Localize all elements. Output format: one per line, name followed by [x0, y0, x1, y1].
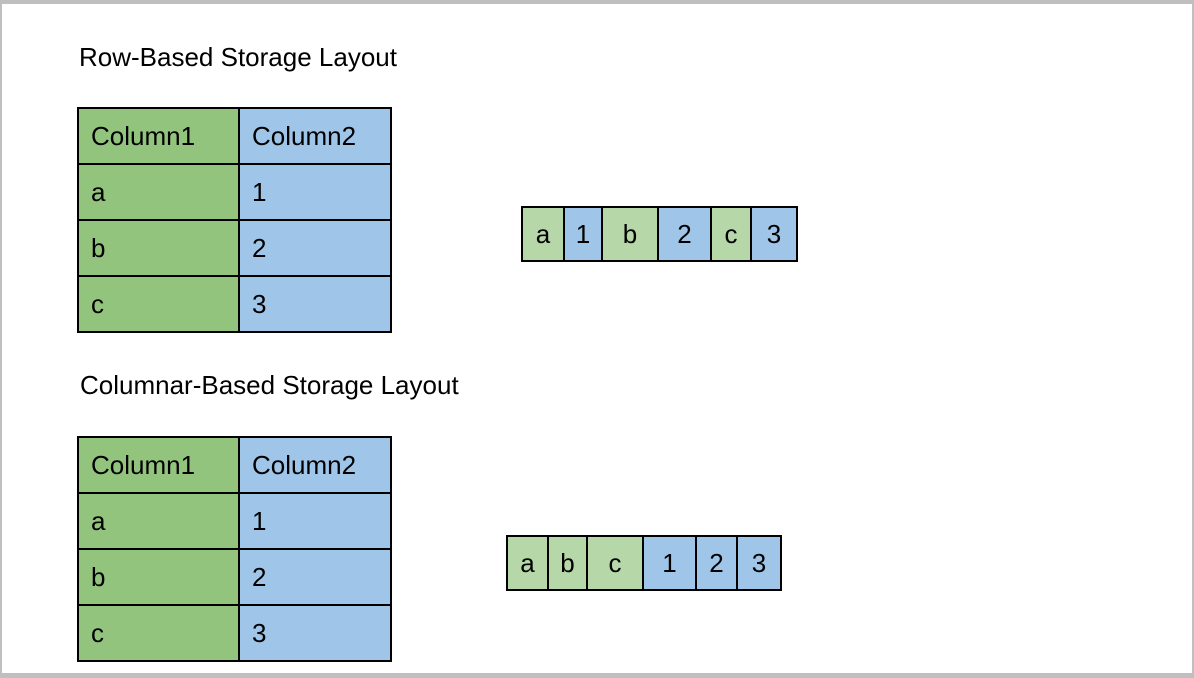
row-based-title: Row-Based Storage Layout	[79, 42, 397, 72]
strip-cell: a	[523, 208, 565, 260]
strip-cell: 3	[752, 208, 796, 260]
strip-cell: 1	[565, 208, 603, 260]
table-cell: 1	[238, 492, 392, 550]
table-cell: 2	[238, 219, 392, 277]
table-cell: a	[77, 492, 240, 550]
table-cell: 1	[238, 163, 392, 221]
strip-cell: b	[549, 537, 588, 589]
table-cell: b	[77, 219, 240, 277]
strip-cell: 1	[644, 537, 697, 589]
table-header-cell: Column2	[238, 436, 392, 494]
table-header-cell: Column1	[77, 107, 240, 165]
table-cell: c	[77, 604, 240, 662]
table-row: b 2	[77, 548, 392, 606]
columnar-based-table: Column1 Column2 a 1 b 2 c 3	[77, 436, 392, 662]
strip-cell: 2	[659, 208, 712, 260]
table-cell: 3	[238, 275, 392, 333]
table-header-cell: Column2	[238, 107, 392, 165]
table-cell: 2	[238, 548, 392, 606]
table-cell: 3	[238, 604, 392, 662]
row-based-storage-strip: a 1 b 2 c 3	[521, 206, 798, 262]
table-row: a 1	[77, 492, 392, 550]
table-header-cell: Column1	[77, 436, 240, 494]
table-row: c 3	[77, 275, 392, 333]
strip-cell: 3	[738, 537, 780, 589]
strip-cell: a	[508, 537, 549, 589]
table-header-row: Column1 Column2	[77, 436, 392, 494]
columnar-based-storage-strip: a b c 1 2 3	[506, 535, 782, 591]
table-cell: c	[77, 275, 240, 333]
strip-cell: c	[712, 208, 752, 260]
table-cell: b	[77, 548, 240, 606]
strip-cell: 2	[697, 537, 738, 589]
table-header-row: Column1 Column2	[77, 107, 392, 165]
table-cell: a	[77, 163, 240, 221]
strip-cell: b	[603, 208, 659, 260]
strip-cell: c	[588, 537, 644, 589]
columnar-based-title: Columnar-Based Storage Layout	[80, 370, 459, 400]
table-row: b 2	[77, 219, 392, 277]
table-row: a 1	[77, 163, 392, 221]
table-row: c 3	[77, 604, 392, 662]
row-based-table: Column1 Column2 a 1 b 2 c 3	[77, 107, 392, 333]
